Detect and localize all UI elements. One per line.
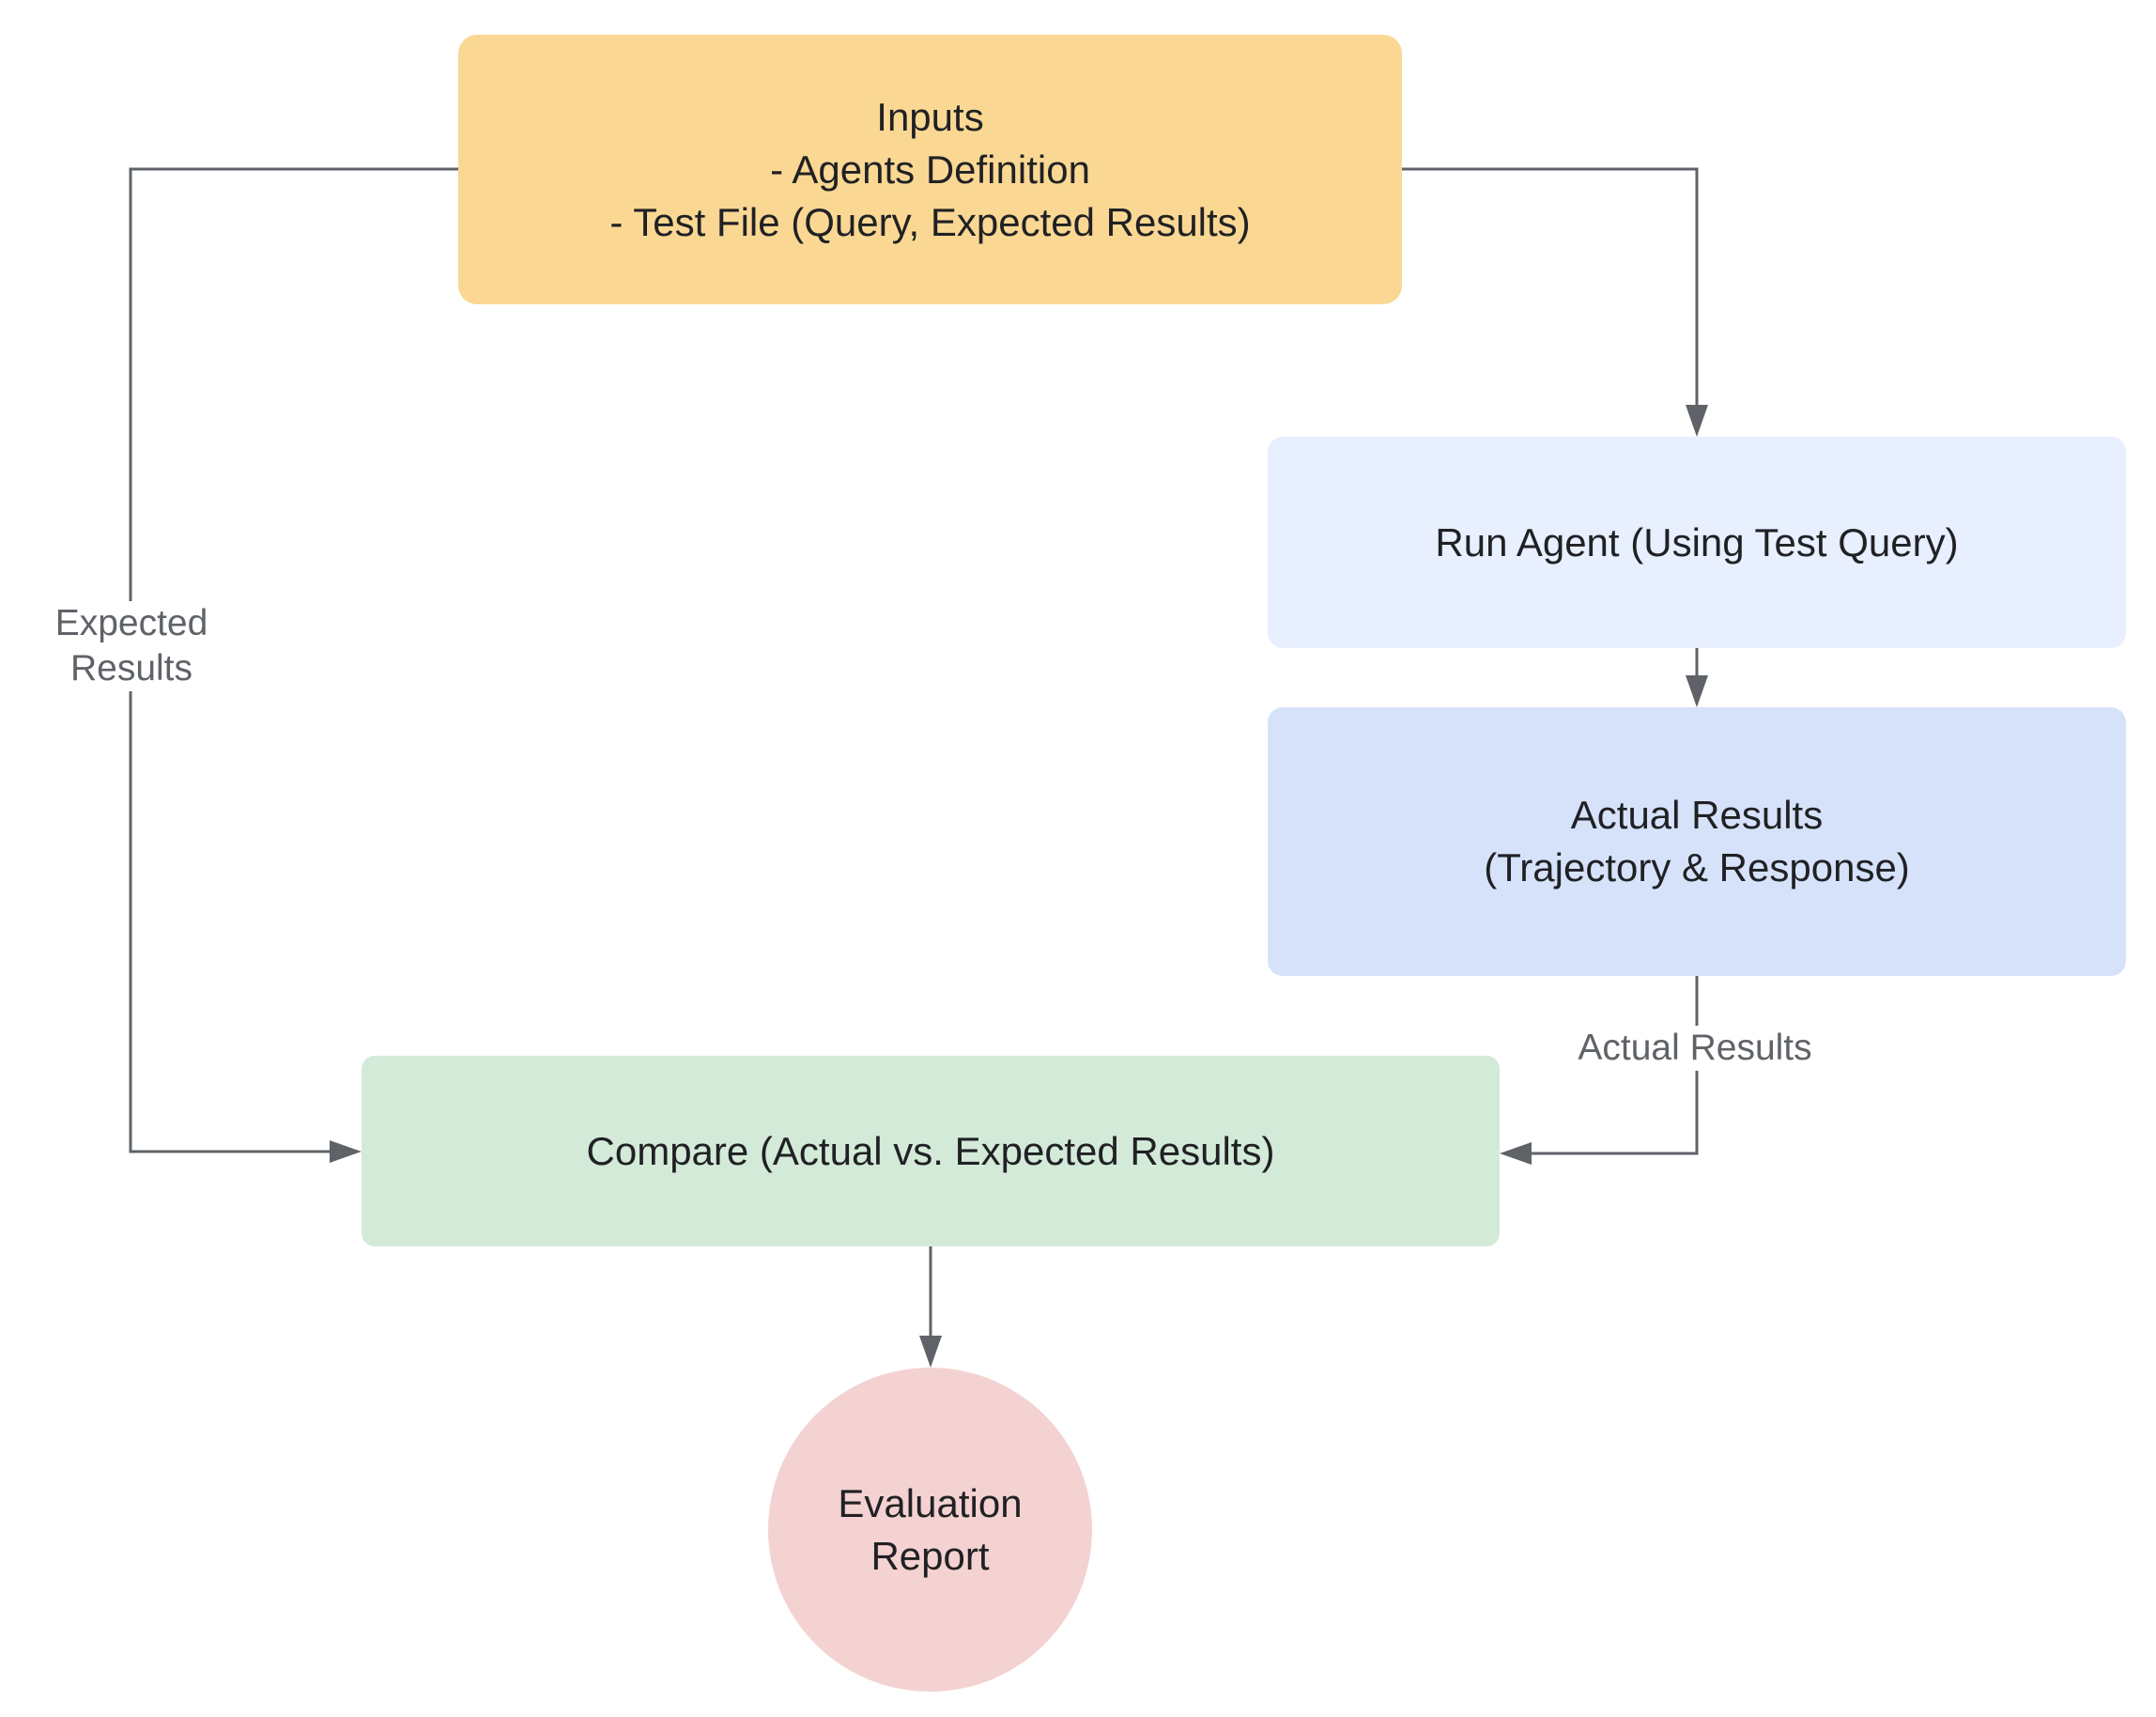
inputs-line-test-file: - Test File (Query, Expected Results) — [609, 199, 1251, 244]
run-agent-label: Run Agent (Using Test Query) — [1435, 519, 1959, 565]
arrowhead-into-run-agent — [1686, 405, 1708, 437]
run-agent-box: Run Agent (Using Test Query) — [1268, 437, 2126, 648]
edge-label-actual-text: Actual Results — [1578, 1028, 1812, 1068]
inputs-box: Inputs - Agents Definition - Test File (… — [458, 35, 1402, 304]
arrowhead-into-compare-right — [1500, 1142, 1532, 1165]
edge-label-expected-line-1: Expected — [54, 603, 208, 643]
actual-results-title: Actual Results — [1570, 793, 1824, 837]
actual-results-box: Actual Results (Trajectory & Response) — [1268, 707, 2126, 976]
actual-results-subtitle: (Trajectory & Response) — [1484, 845, 1910, 889]
inputs-line-agents-definition: - Agents Definition — [770, 147, 1090, 192]
arrowhead-into-compare-left — [330, 1140, 362, 1163]
compare-box: Compare (Actual vs. Expected Results) — [362, 1056, 1500, 1246]
edge-label-actual-results: Actual Results — [1559, 1026, 1831, 1071]
evaluation-report-line-1: Evaluation — [838, 1480, 1023, 1525]
evaluation-report-line-2: Report — [870, 1533, 990, 1578]
arrowhead-into-report — [919, 1336, 942, 1368]
compare-label: Compare (Actual vs. Expected Results) — [586, 1128, 1275, 1173]
inputs-title: Inputs — [876, 94, 984, 139]
edge-label-expected-line-2: Results — [69, 648, 193, 688]
arrowhead-into-actual-results — [1686, 675, 1708, 707]
edge-label-expected-results: Expected Results — [38, 601, 225, 691]
edge-inputs-to-run-agent — [1402, 167, 1699, 413]
evaluation-report-circle: Evaluation Report — [768, 1368, 1092, 1692]
